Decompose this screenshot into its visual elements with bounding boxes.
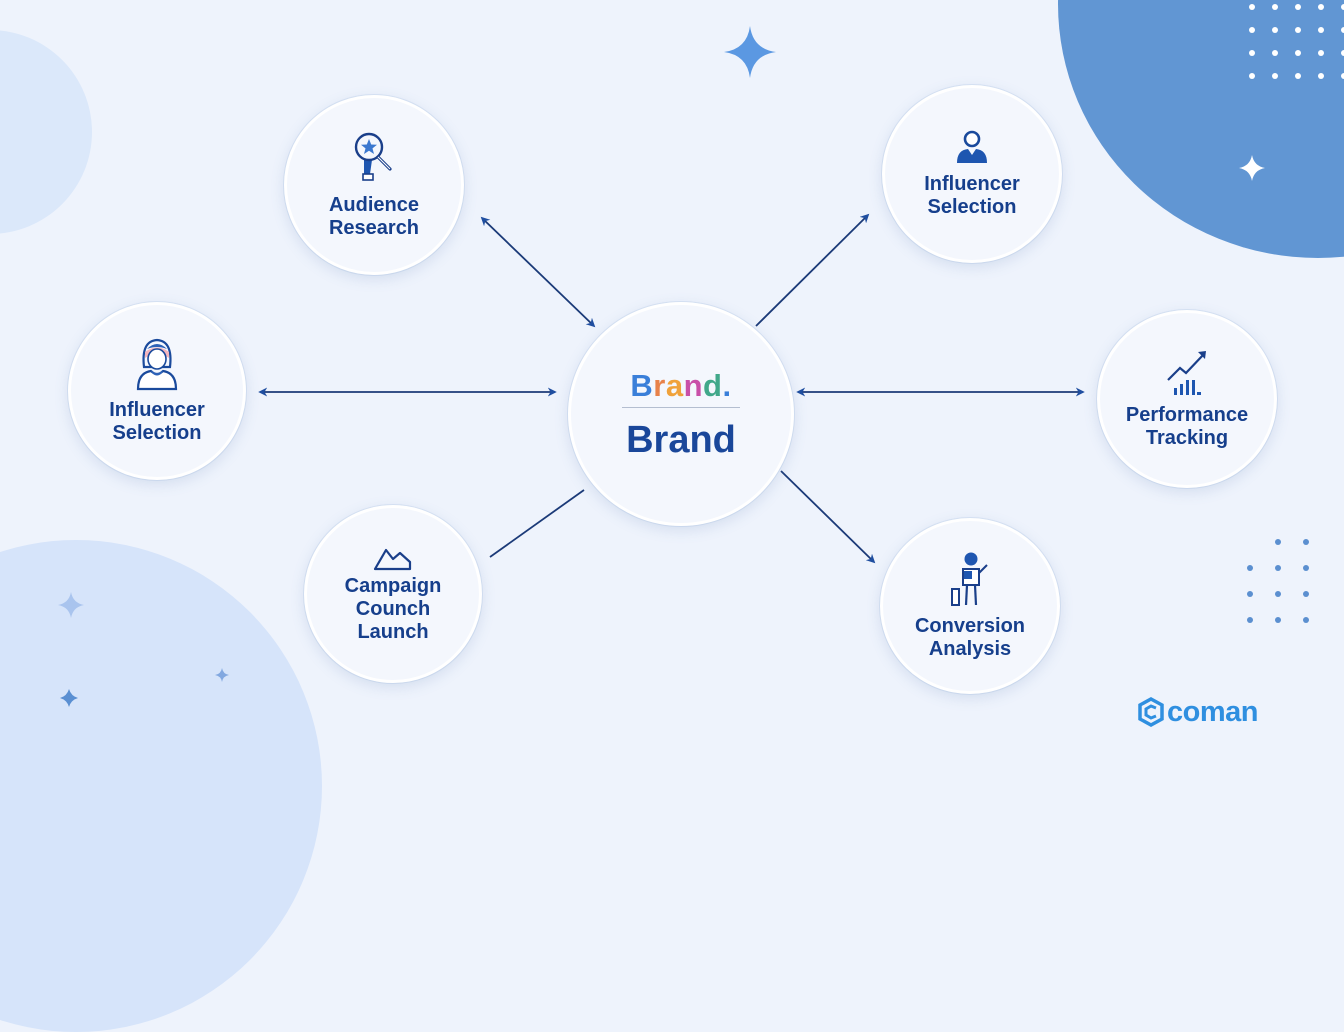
brand-logo[interactable]: coman bbox=[1137, 697, 1258, 727]
center-node-title: Brand bbox=[626, 418, 736, 461]
edge-conversion-analysis bbox=[780, 470, 876, 564]
edge-audience-research bbox=[480, 216, 596, 328]
sparkle-icon bbox=[724, 26, 776, 78]
sparkle-icon bbox=[60, 689, 78, 707]
node-performance-tracking[interactable]: Performance Tracking bbox=[1097, 310, 1277, 488]
node-label: Performance Tracking bbox=[1125, 404, 1249, 449]
logo-text: coman bbox=[1167, 696, 1258, 728]
sparkle-icon bbox=[1239, 155, 1265, 181]
node-audience-research[interactable]: Audience Research bbox=[284, 95, 464, 275]
sparkle-icon bbox=[215, 668, 229, 682]
person-icon bbox=[957, 130, 987, 163]
brand-colored-logo: Brand. bbox=[630, 367, 732, 403]
node-influencer-selection-left[interactable]: Influencer Selection bbox=[68, 302, 246, 480]
node-campaign-launch[interactable]: Campaign Counch Launch bbox=[304, 505, 482, 683]
sparkle-icon bbox=[58, 592, 84, 618]
connector-layer bbox=[58, 26, 1265, 707]
node-conversion-analysis[interactable]: Conversion Analysis bbox=[880, 518, 1060, 694]
edge-campaign-launch bbox=[489, 489, 585, 558]
node-influencer-selection-right[interactable]: Influencer Selection bbox=[882, 85, 1062, 263]
node-label: Influencer Selection bbox=[924, 173, 1020, 218]
edge-influencer-selection-right bbox=[755, 213, 870, 327]
mountain-icon bbox=[373, 548, 412, 570]
node-label: Audience Research bbox=[328, 194, 420, 239]
person-chart-icon bbox=[951, 552, 988, 606]
hexagon-c-icon bbox=[1138, 697, 1164, 727]
node-label: Campaign Counch Launch bbox=[344, 574, 442, 643]
node-label: Influencer Selection bbox=[109, 399, 205, 444]
center-node-brand[interactable]: Brand. Brand bbox=[568, 302, 794, 526]
node-label: Conversion Analysis bbox=[914, 615, 1026, 660]
woman-avatar-icon bbox=[136, 338, 178, 391]
divider bbox=[622, 406, 740, 408]
trend-chart-icon bbox=[1167, 351, 1206, 395]
magnifier-star-icon bbox=[354, 132, 392, 181]
